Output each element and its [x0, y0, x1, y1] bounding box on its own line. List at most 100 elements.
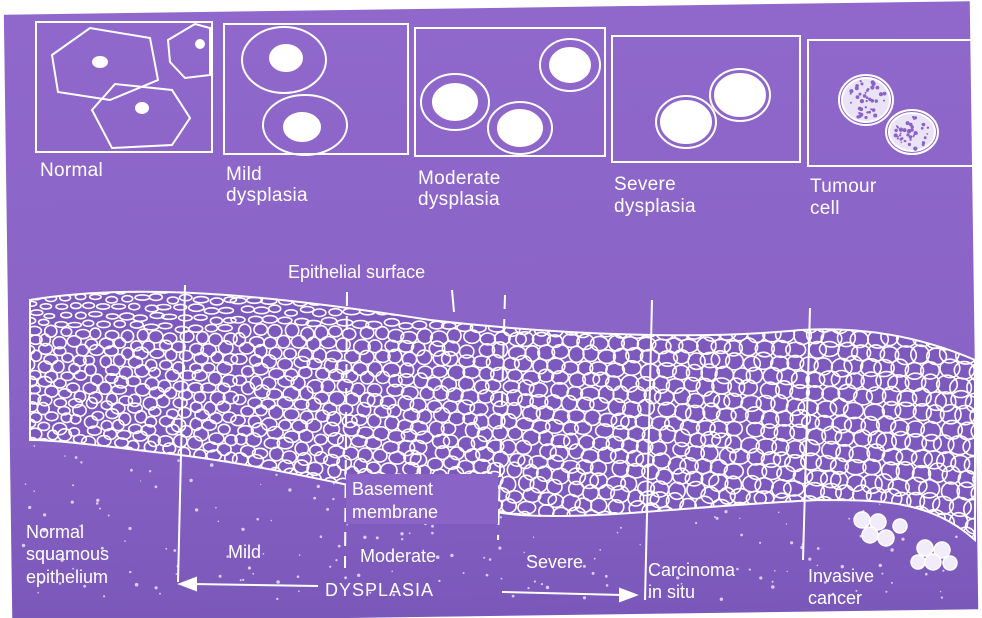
stroma-speck — [80, 461, 82, 463]
chromatin-speck — [872, 108, 876, 112]
stroma-speck — [75, 456, 78, 459]
stroma-speck — [941, 597, 943, 599]
stroma-speck — [242, 579, 244, 581]
normal-cell-3-nucleus — [136, 103, 148, 113]
stroma-speck — [298, 590, 300, 592]
stroma-speck — [130, 469, 133, 472]
stroma-speck — [534, 580, 536, 582]
basement-membrane-label: Basement membrane — [346, 474, 498, 524]
chromatin-speck — [876, 86, 880, 90]
stroma-speck — [275, 474, 277, 476]
stroma-speck — [103, 595, 105, 597]
stroma-speck — [716, 517, 719, 520]
stroma-speck — [489, 558, 492, 561]
stroma-speck — [346, 524, 348, 526]
chromatin-speck — [868, 98, 871, 101]
stroma-speck — [135, 583, 139, 587]
chromatin-speck — [870, 85, 874, 89]
stroma-speck — [955, 536, 958, 539]
stroma-speck — [195, 508, 198, 511]
chromatin-speck — [856, 95, 860, 99]
chromatin-speck — [875, 99, 878, 102]
chromatin-speck — [910, 139, 912, 141]
chromatin-speck — [899, 134, 901, 136]
stroma-speck — [271, 520, 273, 522]
stroma-speck — [583, 565, 586, 568]
dysplasia-label: DYSPLASIA — [325, 580, 434, 600]
stroma-speck — [736, 568, 739, 571]
stroma-speck — [241, 528, 243, 530]
stroma-speck — [599, 549, 601, 551]
stroma-speck — [512, 595, 515, 598]
stroma-speck — [848, 518, 850, 520]
chromatin-speck — [894, 129, 897, 132]
stroma-speck — [288, 488, 291, 491]
stage-moderate: Moderate — [360, 546, 436, 566]
stroma-speck — [714, 516, 716, 518]
stroma-speck — [594, 558, 596, 560]
stage-mild: Mild — [228, 542, 261, 562]
stage-carcinoma-2: in situ — [648, 582, 695, 602]
chromatin-speck — [903, 128, 907, 132]
stroma-speck — [33, 490, 35, 492]
stroma-speck — [817, 547, 820, 550]
chromatin-speck — [927, 127, 929, 129]
stroma-speck — [787, 571, 788, 572]
stroma-speck — [605, 575, 608, 578]
stage-invasive-2: cancer — [808, 588, 862, 608]
stroma-speck — [879, 564, 882, 567]
epithelial-surface-label: Epithelial surface — [288, 262, 425, 282]
stroma-speck — [159, 593, 161, 595]
chromatin-speck — [896, 125, 898, 127]
stage-normal-1: Normal — [26, 522, 84, 542]
stroma-speck — [409, 532, 411, 534]
stroma-speck — [173, 549, 176, 552]
stroma-speck — [215, 507, 217, 509]
chromatin-speck — [861, 82, 864, 85]
stroma-speck — [885, 591, 887, 593]
stroma-speck — [739, 518, 740, 519]
stroma-speck — [790, 541, 793, 544]
stroma-speck — [740, 534, 743, 537]
panel-label-severe-1: Severe — [614, 174, 676, 195]
panel-label-tumour-2: cell — [810, 198, 840, 219]
stroma-speck — [774, 570, 776, 572]
stroma-speck — [329, 566, 331, 568]
stroma-speck — [592, 572, 595, 575]
chromatin-speck — [850, 102, 852, 104]
stroma-speck — [335, 559, 337, 561]
chromatin-speck — [901, 142, 903, 144]
stroma-speck — [431, 532, 434, 535]
stroma-speck — [129, 571, 131, 573]
stroma-speck — [252, 573, 254, 575]
chromatin-speck — [871, 80, 875, 84]
chromatin-speck — [849, 89, 853, 93]
stroma-speck — [37, 592, 39, 594]
stroma-speck — [500, 516, 502, 518]
stroma-speck — [808, 558, 811, 561]
stroma-speck — [332, 498, 334, 500]
stroma-speck — [533, 537, 534, 538]
stroma-speck — [498, 547, 501, 550]
mild-cell-1-nucleus — [270, 45, 302, 71]
stage-severe: Severe — [526, 552, 583, 572]
moderate-cell-3-nucleus — [498, 110, 542, 146]
chromatin-speck — [913, 135, 915, 137]
stroma-speck — [695, 522, 697, 524]
stroma-speck — [940, 591, 941, 592]
stroma-speck — [771, 585, 775, 589]
stroma-speck — [942, 570, 944, 572]
chromatin-speck — [909, 135, 913, 139]
chromatin-speck — [883, 100, 885, 102]
stroma-speck — [890, 548, 893, 551]
chromatin-speck — [864, 116, 867, 119]
stroma-speck — [320, 535, 323, 538]
chromatin-speck — [905, 140, 907, 142]
chromatin-speck — [897, 136, 899, 138]
stroma-speck — [71, 501, 74, 504]
chromatin-speck — [866, 100, 868, 102]
chromatin-speck — [899, 138, 902, 141]
stroma-speck — [263, 553, 265, 555]
stroma-speck — [391, 571, 393, 573]
stroma-speck — [344, 576, 347, 579]
